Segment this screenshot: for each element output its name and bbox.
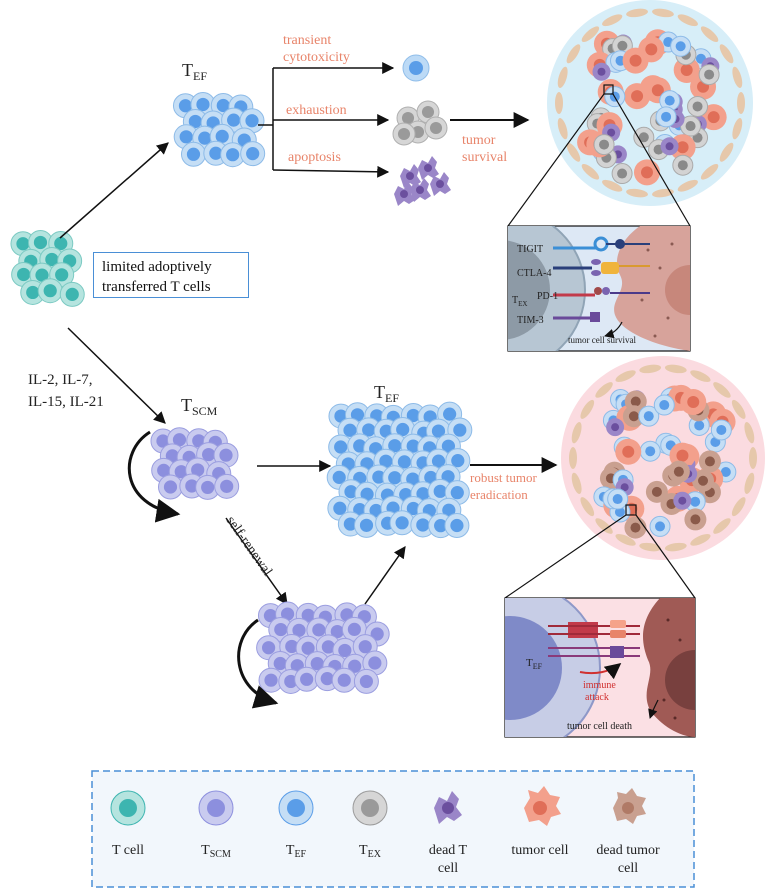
t-cell-cluster-initial — [10, 229, 85, 307]
tef-cell — [173, 124, 199, 150]
tscm-cell — [353, 668, 379, 694]
legend-item: TEX — [352, 790, 388, 860]
tef-cell — [389, 510, 415, 536]
arrow-self-renewal — [225, 517, 288, 605]
dead-t-cell — [400, 164, 421, 188]
outcome-exhaustion: exhaustion — [286, 103, 347, 118]
tumor-survival-microenvironment — [547, 0, 753, 206]
svg-text:tumor cell survival: tumor cell survival — [568, 335, 636, 345]
self-renewal-loop-2 — [237, 618, 279, 709]
legend-box — [91, 770, 695, 888]
svg-text:TIGIT: TIGIT — [517, 244, 543, 255]
legend-item: T cell — [110, 790, 146, 858]
t-cell — [37, 278, 63, 304]
tef-top-label: TEF — [182, 60, 207, 83]
tscm-cell — [362, 650, 388, 676]
legend-label: TEF — [286, 843, 307, 860]
tscm-cluster — [150, 427, 240, 500]
legend-label: T cell — [112, 843, 144, 858]
svg-text:tumor cell death: tumor cell death — [567, 721, 632, 732]
initial-label-line1: limited adoptively — [102, 259, 212, 275]
tscm-label: TSCM — [181, 395, 218, 418]
tef-cell — [354, 512, 380, 538]
legend-item: TEF — [278, 790, 314, 860]
legend-label: tumor cell — [511, 843, 568, 858]
legend-item: TSCM — [198, 790, 234, 860]
tex-cell — [392, 122, 416, 146]
tef-cell — [239, 108, 265, 134]
arrow-expanded-to-tef — [364, 546, 406, 605]
dead-t-cell — [394, 182, 415, 206]
tef-single-cell — [402, 54, 430, 82]
svg-text:CTLA-4: CTLA-4 — [517, 268, 551, 279]
tscm-expanded-cluster — [256, 601, 390, 694]
tex-cell — [424, 116, 448, 140]
svg-text:TEX: TEX — [512, 295, 527, 308]
tumor-eradication-microenvironment — [561, 356, 765, 560]
zoom-line-right-top — [612, 93, 691, 227]
tef-cluster-large — [326, 401, 473, 539]
cytokines-label: IL-2, IL-7,IL-15, IL-21 — [28, 372, 104, 410]
outcome-apoptosis: apoptosis — [288, 150, 341, 165]
tscm-cell — [214, 473, 240, 499]
dead-t-cell — [430, 172, 451, 196]
inset-exhaustion-receptors: TIGIT CTLA-4 PD-1 TIM-3 TEX tumor cell s… — [507, 225, 691, 352]
arrow-apoptosis — [272, 165, 390, 178]
tef-cell — [410, 512, 436, 538]
legend-item: tumor cell — [511, 786, 569, 858]
arrow-to-tef-top — [59, 142, 169, 239]
legend-label: TSCM — [201, 843, 231, 860]
initial-cells-label-box: limited adoptively transferred T cells — [93, 252, 249, 298]
tef-bottom-label: TEF — [374, 382, 399, 405]
tex-cluster — [392, 100, 448, 146]
dead-t-cell — [418, 156, 439, 180]
tef-cluster-top — [172, 91, 266, 168]
zoom-line-left-top — [507, 93, 605, 227]
svg-text:TIM-3: TIM-3 — [517, 315, 544, 326]
initial-label-line2: transferred T cells — [102, 279, 211, 295]
arrow-to-tscm — [67, 327, 166, 424]
self-renewal-loop-1 — [127, 430, 181, 523]
tef-cell — [180, 141, 206, 167]
tef-cell — [444, 513, 470, 539]
zoom-marker-bottom — [625, 504, 637, 516]
svg-text:PD-1: PD-1 — [537, 291, 558, 302]
zoom-line-left-bottom — [504, 514, 627, 599]
legend-label: TEX — [359, 843, 382, 860]
zoom-marker-top — [603, 84, 614, 95]
dead-t-cell — [410, 178, 431, 202]
svg-text:TEF: TEF — [526, 657, 543, 671]
dead-t-cell-cluster — [394, 156, 451, 206]
t-cell — [59, 281, 85, 307]
tscm-cell — [331, 667, 357, 693]
tex-cell — [416, 100, 440, 124]
zoom-line-right-bottom — [635, 514, 696, 599]
self-renewal-label: self-renewal — [223, 514, 275, 579]
tscm-cell — [157, 474, 183, 500]
tef-cell — [240, 141, 266, 167]
